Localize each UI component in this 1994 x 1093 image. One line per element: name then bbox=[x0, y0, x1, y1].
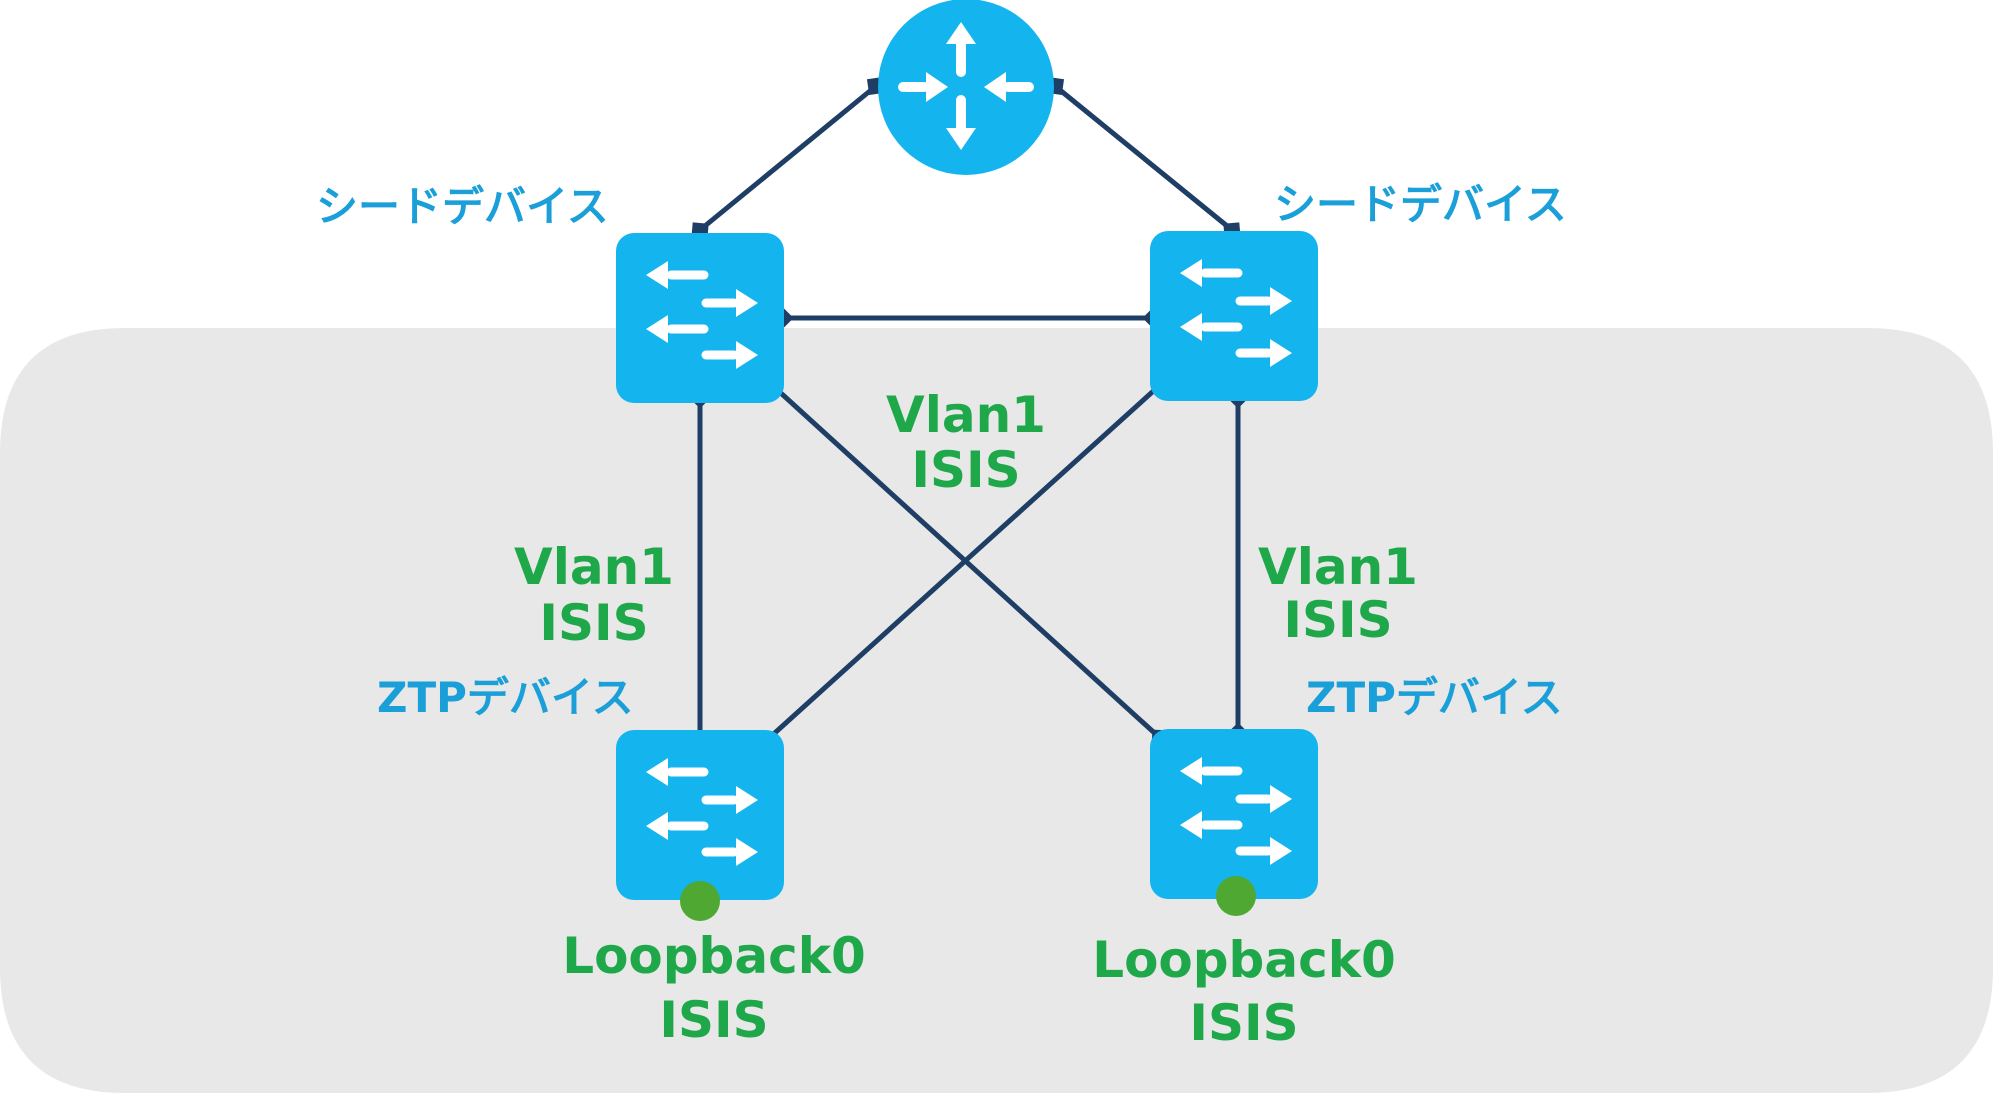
switch-icon bbox=[1150, 231, 1318, 401]
loopback-dot-right bbox=[1216, 876, 1256, 916]
link-center-label-line1: Vlan1 bbox=[886, 386, 1046, 444]
ztp-right-loopback-line1: Loopback0 bbox=[1092, 931, 1396, 989]
link-left-label-line2: ISIS bbox=[539, 594, 648, 652]
router-icon bbox=[878, 0, 1054, 175]
seed-right-label: シードデバイス bbox=[1274, 180, 1567, 229]
switch-icon bbox=[616, 233, 784, 403]
ztp-left-loopback-line1: Loopback0 bbox=[562, 927, 866, 985]
ztp-right-label: ZTPデバイス bbox=[1306, 673, 1563, 722]
ztp-right-loopback-line2: ISIS bbox=[1189, 994, 1298, 1052]
seed-left-switch bbox=[616, 233, 784, 403]
switch-icon bbox=[616, 730, 784, 900]
ztp-left-label: ZTPデバイス bbox=[377, 673, 634, 722]
ztp-left-loopback-line2: ISIS bbox=[659, 991, 768, 1049]
switch-icon bbox=[1150, 729, 1318, 899]
ztp-left-switch bbox=[616, 730, 784, 900]
network-region-background bbox=[0, 328, 1993, 1093]
seed-right-switch bbox=[1150, 231, 1318, 401]
link-left-label-line1: Vlan1 bbox=[514, 538, 674, 596]
link-right-label-line1: Vlan1 bbox=[1258, 538, 1418, 596]
ztp-right-switch bbox=[1150, 729, 1318, 899]
link-center-label-line2: ISIS bbox=[911, 441, 1020, 499]
link-router-seed-left bbox=[698, 84, 878, 232]
seed-left-label: シードデバイス bbox=[316, 182, 609, 231]
link-right-label-line2: ISIS bbox=[1283, 591, 1392, 649]
link-router-seed-right bbox=[1053, 84, 1234, 232]
loopback-dot-left bbox=[680, 881, 720, 921]
link-seed-right-ztp-left bbox=[765, 383, 1162, 742]
